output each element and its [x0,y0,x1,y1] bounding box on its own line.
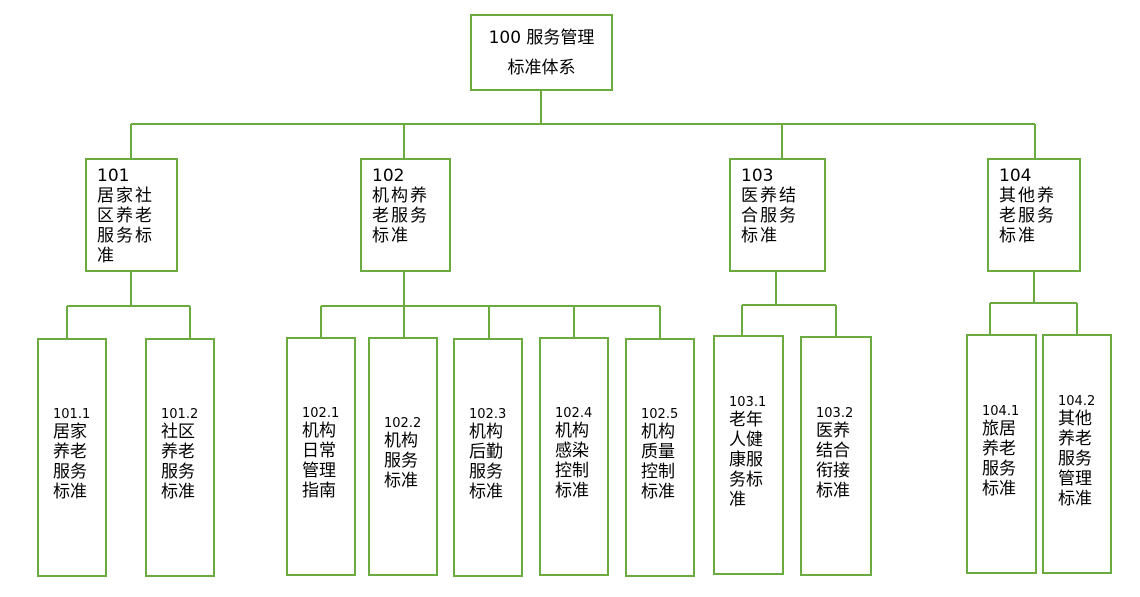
leaf-name: 旅居养老服务标准 [982,418,1016,499]
leaf-node-102-5: 102.5 机构质量控制标准 [625,338,695,577]
leaf-name: 社区养老服务标准 [161,422,195,502]
leaf-name: 医养结合衔接标准 [816,420,850,501]
category-node-101: 101 居家社区养老服务标准 [85,158,178,272]
leaf-code: 102.3 [469,407,507,422]
leaf-code: 103.1 [729,394,767,410]
root-title-line2: 标准体系 [507,57,576,78]
category-code: 104 [999,166,1032,186]
leaf-node-103-2: 103.2 医养结合衔接标准 [800,336,872,576]
leaf-name: 老年人健康服务标准 [729,409,763,510]
leaf-code: 104.2 [1058,393,1096,409]
leaf-node-102-4: 102.4 机构感染控制标准 [539,337,609,576]
leaf-node-102-1: 102.1 机构日常管理指南 [286,337,356,576]
leaf-code: 102.1 [302,406,340,421]
leaf-node-103-1: 103.1 老年人健康服务标准 [713,335,784,575]
leaf-code: 102.4 [555,406,593,421]
leaf-node-104-1: 104.1 旅居养老服务标准 [966,334,1037,574]
category-name: 其他养老服务标准 [999,186,1056,246]
leaf-code: 104.1 [982,403,1020,419]
category-code: 101 [97,166,130,186]
leaf-name: 机构服务标准 [384,431,418,491]
category-name: 机构养老服务标准 [372,186,429,246]
category-name: 居家社区养老服务标准 [97,186,154,266]
leaf-code: 102.5 [641,407,679,422]
leaf-name: 居家养老服务标准 [53,422,87,502]
leaf-code: 103.2 [816,405,854,421]
leaf-node-102-2: 102.2 机构服务标准 [368,337,438,576]
leaf-name: 机构感染控制标准 [555,421,589,501]
leaf-code: 101.2 [161,407,199,422]
category-name: 医养结合服务标准 [741,186,798,246]
root-title-line1: 服务管理 [526,27,595,48]
category-code: 103 [741,166,774,186]
category-node-102: 102 机构养老服务标准 [360,158,451,272]
leaf-node-104-2: 104.2 其他养老服务管理标准 [1042,334,1112,574]
category-node-104: 104 其他养老服务标准 [987,158,1081,272]
leaf-node-101-1: 101.1 居家养老服务标准 [37,338,107,577]
leaf-code: 101.1 [53,407,91,422]
leaf-code: 102.2 [384,416,422,431]
root-node: 100 服务管理 标准体系 [470,14,613,91]
leaf-name: 机构后勤服务标准 [469,422,503,502]
leaf-name: 机构日常管理指南 [302,421,336,501]
leaf-node-101-2: 101.2 社区养老服务标准 [145,338,215,577]
category-node-103: 103 医养结合服务标准 [729,158,826,272]
root-code: 100 [488,27,522,48]
leaf-node-102-3: 102.3 机构后勤服务标准 [453,338,523,577]
category-code: 102 [372,166,405,186]
leaf-name: 其他养老服务管理标准 [1058,408,1092,509]
leaf-name: 机构质量控制标准 [641,422,675,502]
